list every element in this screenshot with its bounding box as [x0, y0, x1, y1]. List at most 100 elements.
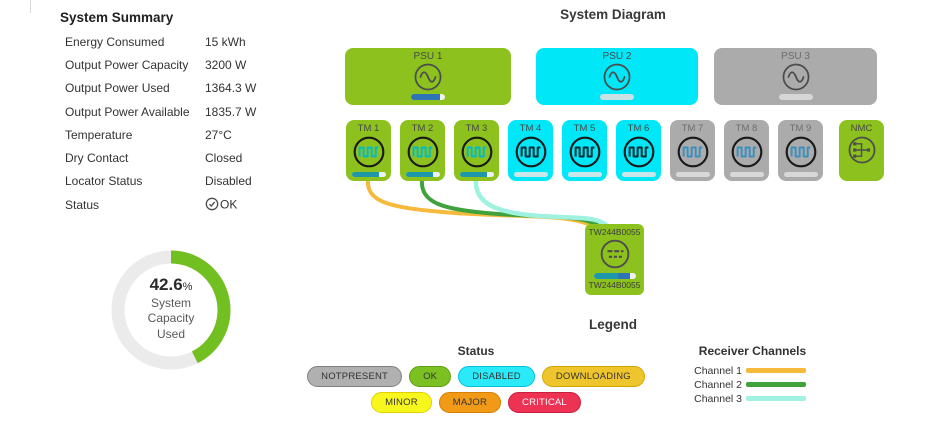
summary-row: Temperature 27°C: [65, 123, 325, 146]
ac-sine-icon: [414, 63, 442, 91]
donut-value-arc: [111, 250, 231, 370]
status-progress-bar: [600, 94, 634, 100]
module-label: TM 9: [789, 123, 812, 134]
psu-label: PSU 3: [781, 51, 810, 62]
module-label: NMC: [850, 123, 873, 134]
status-progress-bar: [675, 171, 710, 177]
square-wave-icon: [677, 136, 708, 168]
summary-row-label: Dry Contact: [65, 151, 129, 166]
summary-row-label: Output Power Used: [65, 81, 170, 96]
summary-row-value: 27°C: [205, 127, 232, 142]
receiver-label-bottom: TW244B0055: [588, 280, 641, 290]
square-wave-icon: [353, 136, 384, 168]
ac-sine-icon: [603, 63, 631, 91]
tm-card-3[interactable]: TM 3: [454, 120, 499, 181]
nmc-card[interactable]: NMC: [839, 120, 884, 181]
module-label: TM 7: [681, 123, 704, 134]
capacity-donut-label: 42.6% System Capacity Used: [110, 275, 232, 342]
psu-label: PSU 1: [413, 51, 443, 62]
tm-card-6[interactable]: TM 6: [616, 120, 661, 181]
capacity-caption-3: Used: [156, 326, 185, 341]
summary-row-value: 1835.7 W: [205, 104, 257, 119]
status-progress-bar: [405, 171, 440, 177]
channel-legend-label: Channel 2: [694, 378, 742, 391]
tm-card-9[interactable]: TM 9: [778, 120, 823, 181]
module-label: TM 1: [357, 123, 380, 134]
status-progress-bar: [593, 273, 636, 279]
page-edge-artifact: [30, 0, 31, 13]
summary-row: Output Power Capacity 3200 W: [65, 53, 325, 76]
status-badge-ok: OK: [409, 366, 452, 387]
psu-card-2[interactable]: PSU 2: [536, 48, 698, 105]
tm-card-7[interactable]: TM 7: [670, 120, 715, 181]
status-progress-bar: [621, 171, 656, 177]
legend-status-title: Status: [457, 344, 495, 358]
receiver-icon: [600, 239, 629, 269]
status-progress-bar: [567, 171, 602, 177]
status-progress-bar: [778, 94, 813, 100]
square-wave-icon: [461, 136, 492, 168]
summary-row-value: Closed: [205, 151, 243, 166]
square-wave-icon: [569, 136, 600, 168]
square-wave-icon: [785, 136, 816, 168]
summary-row: Output Power Available 1835.7 W: [65, 100, 325, 123]
psu-label: PSU 2: [602, 51, 632, 62]
tm-card-4[interactable]: TM 4: [508, 120, 553, 181]
module-label: TM 2: [411, 123, 434, 134]
tm-card-5[interactable]: TM 5: [562, 120, 607, 181]
square-wave-icon: [731, 136, 762, 168]
tm-card-8[interactable]: TM 8: [724, 120, 769, 181]
channel-legend-row: Channel 2: [690, 378, 815, 391]
summary-row-label: Locator Status: [65, 174, 143, 189]
capacity-percent-unit: %: [182, 281, 193, 293]
summary-row-label: Output Power Available: [65, 104, 190, 119]
module-label: TM 8: [735, 123, 758, 134]
status-badge-major: MAJOR: [438, 392, 502, 413]
channel-legend-row: Channel 3: [690, 392, 815, 405]
square-wave-icon: [515, 136, 546, 168]
summary-row-label: Status: [65, 197, 100, 212]
tm-card-2[interactable]: TM 2: [400, 120, 445, 181]
summary-row-value: Disabled: [205, 174, 252, 189]
capacity-caption-1: System: [150, 295, 191, 310]
channel-legend-swatch: [746, 368, 806, 373]
module-label: TM 6: [627, 123, 650, 134]
status-progress-bar: [459, 171, 494, 177]
psu-card-3[interactable]: PSU 3: [714, 48, 877, 105]
summary-row: Dry Contact Closed: [65, 146, 325, 169]
receiver-channels-title: Receiver Channels: [698, 344, 807, 358]
status-badge-critical: CRITICAL: [508, 392, 581, 413]
channel-2-line: [419, 177, 607, 233]
module-label: TM 3: [465, 123, 488, 134]
channel-legend-row: Channel 1: [690, 364, 815, 377]
channel-1-line: [365, 177, 602, 233]
module-label: TM 4: [519, 123, 542, 134]
capacity-percent: 42.6: [149, 275, 183, 294]
psu-card-1[interactable]: PSU 1: [345, 48, 511, 105]
summary-row-label: Energy Consumed: [65, 34, 165, 49]
summary-title: System Summary: [60, 10, 174, 25]
diagram-title: System Diagram: [560, 7, 666, 22]
summary-row-label: Temperature: [65, 127, 133, 142]
status-badge-notpresent: NOTPRESENT: [307, 366, 403, 387]
receiver-label-top: TW244B0055: [588, 227, 641, 237]
legend-title: Legend: [588, 317, 637, 332]
channel-legend-label: Channel 3: [694, 392, 742, 405]
status-progress-bar: [513, 171, 548, 177]
summary-row-value: 3200 W: [205, 57, 247, 72]
status-progress-bar: [411, 94, 445, 100]
status-badge-disabled: DISABLED: [458, 366, 535, 387]
channel-legend-swatch: [746, 382, 806, 387]
summary-row-label: Output Power Capacity: [65, 57, 189, 72]
tm-card-1[interactable]: TM 1: [346, 120, 391, 181]
summary-row: Locator Status Disabled: [65, 170, 325, 193]
capacity-donut-chart: [111, 250, 231, 370]
channel-legend-label: Channel 1: [694, 364, 742, 377]
